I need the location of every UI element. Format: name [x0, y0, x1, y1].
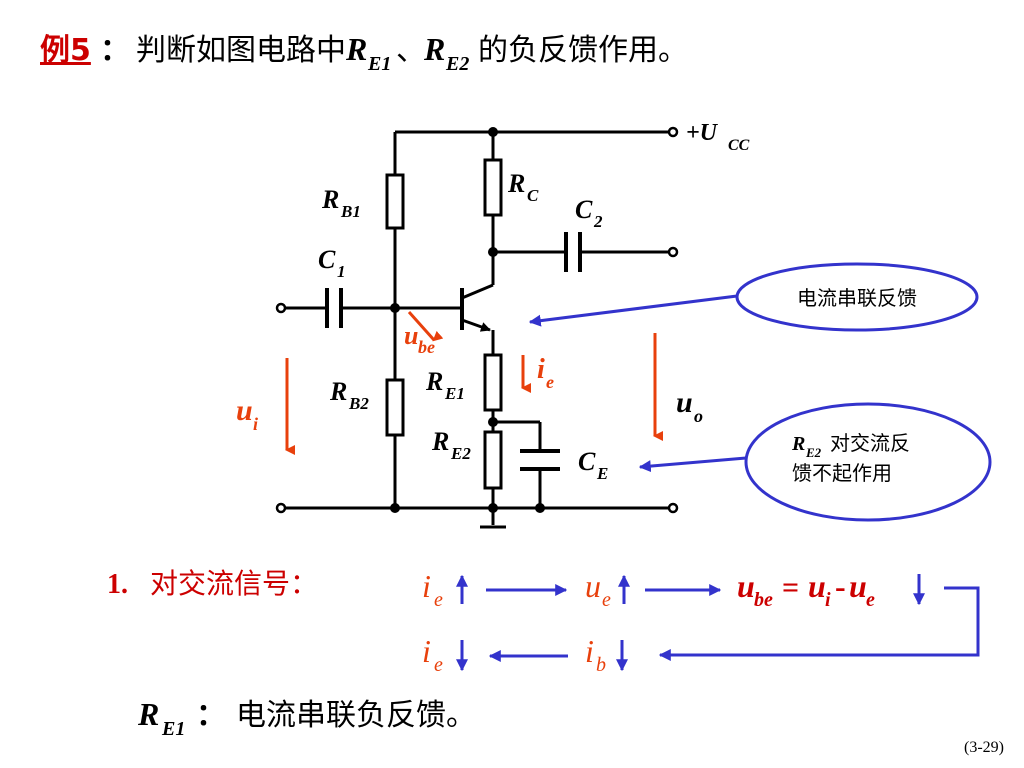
label-c2-sub: 2 — [593, 212, 603, 231]
eq-equals: = — [782, 571, 799, 604]
analysis-section: 1. 对交流信号： i e u e u be = u i - u e i b i… — [107, 567, 980, 676]
label-rc-sub: C — [527, 186, 539, 205]
conclusion: R E1 ： 电流串联负反馈。 — [137, 696, 476, 740]
junction-dots — [390, 127, 545, 513]
label-ui-sub: i — [253, 414, 258, 434]
example-label: 例5 — [40, 33, 91, 68]
callout-arrow-series — [528, 294, 738, 327]
label-c1-sub: 1 — [337, 262, 346, 281]
label-uo-sub: o — [694, 406, 703, 426]
eq-ui-letter: u — [808, 568, 826, 604]
label-ui-letter: u — [236, 394, 253, 427]
resistor-re2 — [483, 430, 503, 490]
label-supply-sub: CC — [728, 137, 750, 154]
chain-ie2-letter: i — [422, 633, 431, 669]
heading-re1-letter: R — [345, 31, 367, 67]
eq-ube-letter: u — [737, 568, 755, 604]
label-rb1-letter: R — [321, 185, 339, 214]
ube-arrow — [407, 311, 444, 342]
conclusion-text: 电流串联负反馈。 — [236, 698, 476, 733]
callout-arrow-re2 — [638, 456, 747, 473]
label-rb2-sub: B2 — [348, 394, 369, 413]
resistor-rb1 — [385, 173, 405, 230]
conclusion-re1-letter: R — [137, 696, 159, 732]
label-rc-letter: R — [507, 169, 525, 198]
label-ube-sub: be — [418, 337, 435, 357]
heading-sep: 、 — [396, 33, 426, 68]
label-ie-sub: e — [546, 372, 554, 392]
label-re2-sub: E2 — [450, 444, 471, 463]
label-c1-letter: C — [318, 245, 336, 274]
page-number: (3-29) — [964, 739, 1004, 756]
capacitor-c2 — [564, 232, 582, 272]
eq-ube-sub: be — [754, 589, 773, 611]
label-re1-letter: R — [425, 367, 443, 396]
resistor-rb2 — [385, 378, 405, 437]
chain-feedback-arrow — [658, 586, 980, 661]
heading-colon: ： — [100, 33, 130, 68]
callout-re2-letter: R — [791, 433, 805, 455]
terminals — [275, 126, 679, 514]
chain-ie-letter: i — [422, 568, 431, 604]
capacitor-c1 — [325, 288, 343, 328]
heading-tail: 的负反馈作用。 — [478, 33, 688, 68]
chain-ue-sub: e — [602, 589, 611, 611]
transistor-npn — [460, 283, 494, 332]
label-ce-letter: C — [578, 447, 596, 476]
chain-ue-letter: u — [585, 568, 601, 604]
callout-re2-sub: E2 — [805, 445, 822, 460]
slide-heading: 例5 ： 判断如图电路中 R E1 、 R E2 的负反馈作用。 — [40, 31, 688, 75]
component-labels: +U CC R B1 R C C 2 C 1 u be R E1 i e R B… — [236, 120, 750, 483]
eq-minus: - — [835, 568, 846, 604]
label-re1-sub: E1 — [444, 384, 465, 403]
resistor-rc — [483, 158, 503, 217]
heading-re1-sub: E1 — [367, 53, 391, 75]
chain-ie2-sub: e — [434, 654, 443, 676]
label-re2-letter: R — [431, 427, 449, 456]
label-rb1-sub: B1 — [340, 202, 361, 221]
callout-re2: R E2 对交流反 馈不起作用 — [638, 402, 992, 522]
label-c2-letter: C — [575, 195, 593, 224]
heading-re2-letter: R — [423, 31, 445, 67]
heading-re2-sub: E2 — [445, 53, 469, 75]
label-uo-letter: u — [676, 386, 693, 419]
resistor-re1 — [483, 353, 503, 412]
analysis-heading-text: 对交流信号： — [150, 567, 318, 600]
label-supply-letter: +U — [686, 120, 719, 146]
heading-text: 判断如图电路中 — [136, 33, 346, 68]
label-ie-letter: i — [537, 354, 545, 385]
callout-series-current: 电流串联反馈 — [528, 262, 979, 332]
eq-ui-sub: i — [825, 589, 831, 611]
circuit-wires — [284, 130, 670, 525]
label-rb2-letter: R — [329, 377, 347, 406]
analysis-heading-num: 1. — [107, 569, 128, 600]
eq-ue-letter: u — [849, 568, 867, 604]
voltage-current-arrows — [285, 311, 663, 455]
label-ube-letter: u — [404, 321, 418, 350]
capacitor-ce — [520, 449, 560, 471]
eq-ue-sub: e — [866, 589, 875, 611]
callout-series-text: 电流串联反馈 — [797, 286, 917, 310]
callout-re2-line1: 对交流反 — [830, 431, 910, 455]
conclusion-colon: ： — [196, 698, 226, 733]
conclusion-re1-sub: E1 — [161, 718, 185, 740]
label-ce-sub: E — [596, 464, 608, 483]
chain-ib-letter: i — [585, 633, 594, 669]
callout-re2-line2: 馈不起作用 — [792, 461, 892, 485]
chain-ib-sub: b — [596, 654, 606, 676]
chain-ie-sub: e — [434, 589, 443, 611]
